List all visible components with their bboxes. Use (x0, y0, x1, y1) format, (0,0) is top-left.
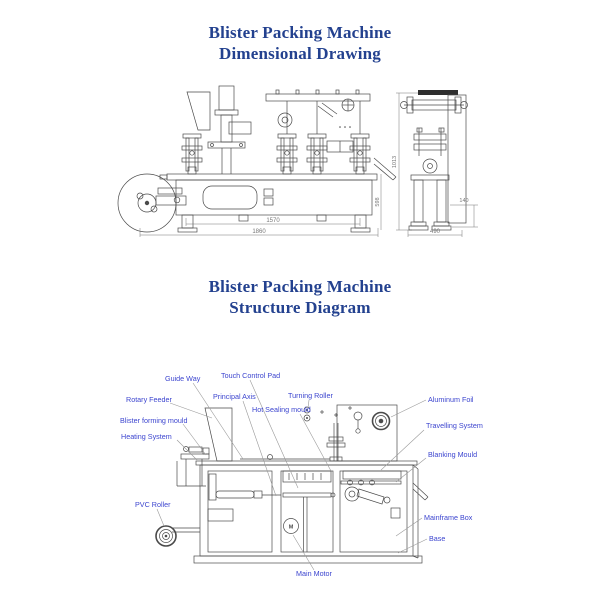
leader-touch-control-pad (249, 379, 299, 489)
rotary-feeder-shape (204, 407, 233, 462)
side-dimensions: 140 490 (407, 198, 478, 237)
dim-width-outer: 1860 (252, 229, 266, 235)
blanking-travelling-shape (340, 470, 402, 519)
leader-turning-roller (307, 399, 310, 409)
hopper-and-press (186, 85, 252, 174)
side-view: 140 490 (400, 90, 478, 237)
dim-height-overall: 1013 (392, 156, 398, 168)
label-main-motor: Main Motor (296, 569, 333, 578)
pvc-roller-shape (155, 525, 200, 547)
structure-machine: M (155, 404, 429, 564)
leader-guide-way (192, 382, 244, 460)
label-travelling-system: Travelling System (426, 421, 483, 430)
structure-title: Blister Packing Machine Structure Diagra… (0, 276, 600, 318)
leader-hot-sealing-mould (299, 413, 332, 472)
dimensional-drawing: 1570 1860 1013 598 (117, 85, 478, 237)
label-aluminum-foil: Aluminum Foil (428, 395, 474, 404)
leader-mainframe-box (395, 517, 423, 537)
label-heating-system: Heating System (121, 432, 172, 441)
structure-title-line1: Blister Packing Machine (208, 277, 392, 296)
label-pvc-roller: PVC Roller (135, 500, 171, 509)
dimensional-title-line1: Blister Packing Machine (208, 23, 392, 42)
leader-base (397, 538, 428, 554)
principal-axis-shape (207, 473, 281, 522)
discharge-chute-shape (412, 482, 429, 501)
machine-cabinet (159, 173, 378, 233)
dim-depth: 490 (430, 229, 441, 235)
label-hot-sealing-mould: Hot Sealing mould (252, 405, 311, 414)
part-labels: Guide Way Touch Control Pad Rotary Feede… (120, 371, 483, 578)
hot-sealing-mould-shape (282, 470, 336, 552)
dim-height-table: 598 (375, 197, 381, 206)
label-mainframe-box: Mainframe Box (424, 513, 473, 522)
label-principal-axis: Principal Axis (213, 392, 256, 401)
top-panel-shape (303, 404, 398, 462)
main-motor-shape: M (283, 518, 299, 534)
dimensional-title-line2: Dimensional Drawing (218, 44, 381, 63)
base-shape (193, 555, 423, 564)
label-guide-way: Guide Way (165, 374, 201, 383)
structure-diagram: M (120, 371, 483, 578)
leader-lines (156, 379, 428, 571)
dim-width-inner: 1570 (266, 218, 280, 224)
label-blister-forming-mould: Blister forming mould (120, 416, 188, 425)
top-rail-assembly (265, 89, 397, 181)
leader-heating-system (176, 439, 198, 461)
leader-rotary-feeder (169, 402, 213, 419)
leader-blanking-mould (395, 457, 427, 483)
deck-knob (267, 454, 273, 460)
dim-foot-height: 140 (459, 198, 468, 204)
leader-blister-forming-mould (182, 423, 207, 456)
leader-travelling-system (380, 429, 425, 471)
leader-principal-axis (242, 400, 277, 497)
structure-title-line2: Structure Diagram (229, 298, 371, 317)
label-blanking-mould: Blanking Mould (428, 450, 477, 459)
label-turning-roller: Turning Roller (288, 391, 333, 400)
label-base: Base (429, 534, 445, 543)
dimensional-title: Blister Packing Machine Dimensional Draw… (0, 22, 600, 64)
label-touch-control-pad: Touch Control Pad (221, 371, 280, 380)
leader-aluminum-foil (390, 399, 427, 418)
station-towers (181, 133, 371, 175)
front-dimensions: 1570 1860 1013 598 (139, 92, 418, 237)
label-rotary-feeder: Rotary Feeder (126, 395, 173, 404)
front-view: 1570 1860 1013 598 (117, 85, 418, 237)
motor-letter: M (289, 525, 294, 531)
leader-pvc-roller (156, 508, 165, 527)
side-view-body (400, 90, 468, 231)
leader-main-motor (292, 534, 315, 571)
